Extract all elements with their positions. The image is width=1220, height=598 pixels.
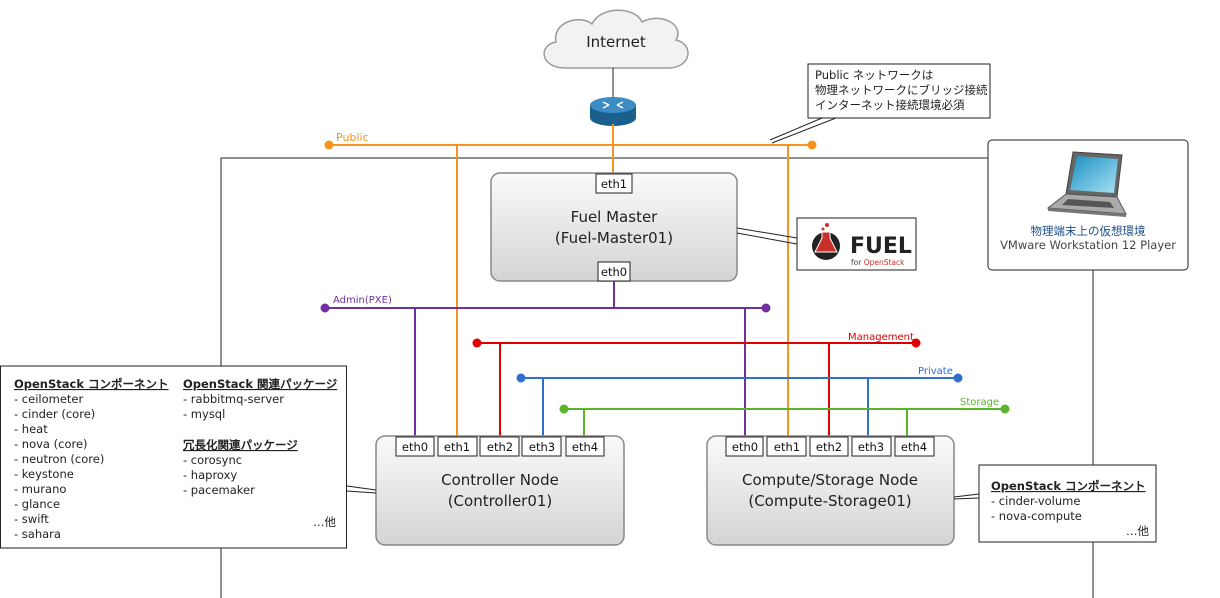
fuel-logo: FUEL for OpenStack (796, 217, 917, 271)
svg-text:eth0: eth0 (732, 440, 758, 454)
controller-node[interactable]: Controller Node (Controller01) eth0 eth1… (375, 435, 625, 546)
list-item: - neutron (core) (14, 452, 104, 466)
svg-text:eth1: eth1 (774, 440, 800, 454)
node-host: (Compute-Storage01) (748, 492, 911, 510)
svg-text:eth4: eth4 (901, 440, 927, 454)
node-host: (Controller01) (448, 492, 553, 510)
admin-label: Admin(PXE) (333, 295, 392, 306)
port-eth0: eth0 (601, 265, 627, 279)
public-note-box (807, 63, 991, 119)
svg-text:eth1: eth1 (444, 440, 470, 454)
item-list: - cinder-volume- nova-compute (991, 494, 1082, 523)
svg-text:…他: …他 (1126, 524, 1150, 538)
controller-note: OpenStack コンポーネント - ceilometer- cinder (… (0, 365, 347, 549)
svg-text:OpenStack コンポーネント: OpenStack コンポーネント (991, 479, 1146, 493)
item-list: - ceilometer- cinder (core)- heat- nova … (14, 392, 104, 541)
callout-pointer (953, 493, 980, 500)
node-name: Controller Node (441, 471, 559, 489)
cloud-icon (543, 9, 689, 69)
list-item: - rabbitmq-server (183, 392, 284, 406)
svg-text:eth3: eth3 (858, 440, 884, 454)
management-label: Management (848, 332, 914, 343)
internet-label: Internet (586, 33, 646, 51)
list-item: - corosync (183, 453, 242, 467)
svg-text:FUEL: FUEL (850, 234, 912, 259)
compute-note: OpenStack コンポーネント - cinder-volume- nova-… (978, 464, 1157, 543)
svg-text:eth3: eth3 (529, 440, 555, 454)
list-item: - cinder (core) (14, 407, 95, 421)
list-item: - sahara (14, 527, 61, 541)
list-item: - nova (core) (14, 437, 88, 451)
node-host: (Fuel-Master01) (555, 229, 673, 247)
svg-text:eth2: eth2 (487, 440, 513, 454)
list-item: - mysql (183, 407, 225, 421)
private-label: Private (918, 366, 953, 377)
host-environment-box: 物理端末上の仮想環境 VMware Workstation 12 Player (987, 139, 1189, 271)
list-item: - cinder-volume (991, 494, 1080, 508)
compute-storage-node[interactable]: Compute/Storage Node (Compute-Storage01)… (706, 435, 955, 546)
svg-text:OpenStack 関連パッケージ: OpenStack 関連パッケージ (183, 377, 338, 391)
public-network (324, 124, 817, 438)
host-env-line2: VMware Workstation 12 Player (1000, 238, 1176, 252)
laptop-icon (1046, 151, 1127, 217)
svg-text:eth2: eth2 (816, 440, 842, 454)
fuel-master-node[interactable]: Fuel Master (Fuel-Master01) eth1 eth0 (490, 172, 738, 282)
list-item: - murano (14, 482, 66, 496)
controller-ports: eth0 eth1 eth2 eth3 eth4 (395, 436, 605, 457)
public-note: Public ネットワークは 物理ネットワークにブリッジ接続 インターネット接続… (815, 68, 991, 112)
storage-network (559, 404, 1010, 438)
compute-ports: eth0 eth1 eth2 eth3 eth4 (725, 436, 935, 457)
public-label: Public (336, 131, 369, 144)
list-item: - nova-compute (991, 509, 1082, 523)
storage-label: Storage (960, 397, 999, 408)
svg-text:eth0: eth0 (402, 440, 428, 454)
host-env-line1: 物理端末上の仮想環境 (1031, 224, 1146, 238)
list-item: - keystone (14, 467, 74, 481)
list-item: - swift (14, 512, 49, 526)
management-network (472, 338, 921, 438)
router-icon (590, 97, 636, 126)
list-item: - heat (14, 422, 48, 436)
node-name: Fuel Master (571, 208, 659, 226)
list-item: - ceilometer (14, 392, 83, 406)
item-list: - corosync- haproxy- pacemaker (183, 453, 255, 497)
callout-pointer (769, 117, 837, 144)
item-list: - rabbitmq-server- mysql (183, 392, 284, 421)
list-item: - pacemaker (183, 483, 255, 497)
list-item: - haproxy (183, 468, 237, 482)
node-name: Compute/Storage Node (742, 471, 918, 489)
callout-pointer (736, 227, 798, 245)
callout-pointer (346, 485, 377, 494)
port-eth1: eth1 (601, 177, 627, 191)
svg-text:eth4: eth4 (572, 440, 598, 454)
svg-text:…他: …他 (313, 515, 337, 529)
svg-text:for OpenStack: for OpenStack (851, 258, 905, 267)
admin-network (320, 281, 771, 438)
list-item: - glance (14, 497, 60, 511)
svg-text:OpenStack コンポーネント: OpenStack コンポーネント (14, 377, 169, 391)
svg-text:冗長化関連パッケージ: 冗長化関連パッケージ (182, 438, 298, 452)
